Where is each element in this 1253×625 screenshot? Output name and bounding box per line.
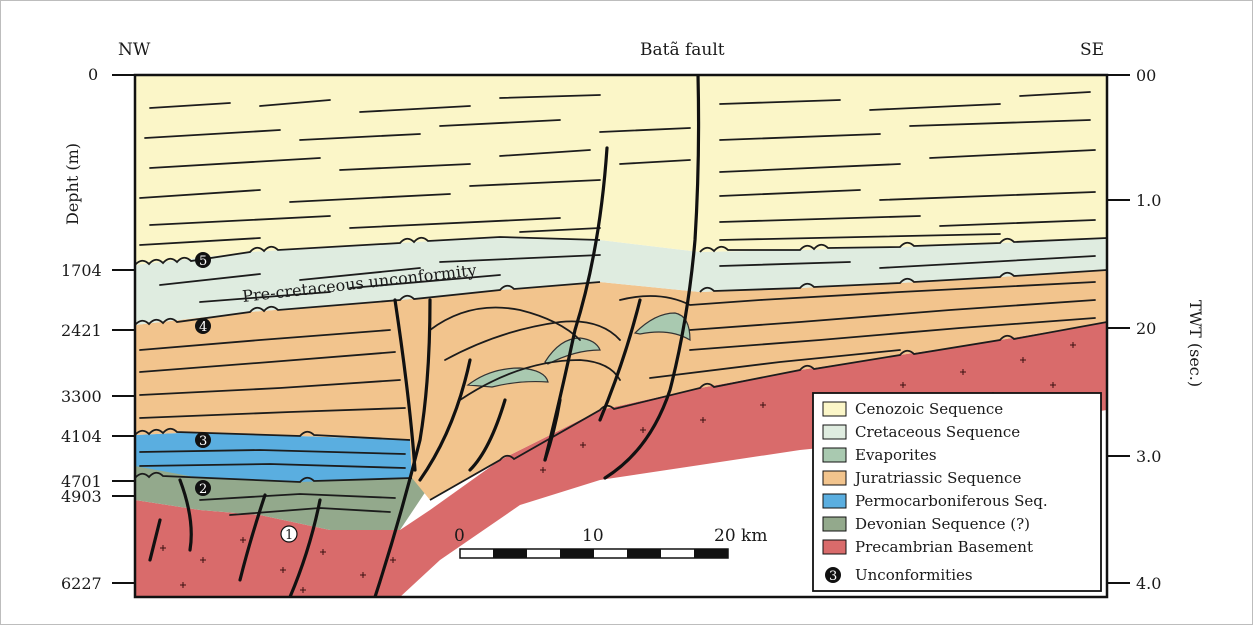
depth-tick-label: 4903 — [61, 487, 102, 506]
svg-text:3: 3 — [829, 569, 837, 584]
depth-tick-label: 0 — [88, 65, 98, 84]
svg-text:5: 5 — [199, 254, 207, 269]
right-axis: 00 1.0 20 3.0 4.0 TWT (sec.) — [1107, 66, 1205, 593]
fault-label: Batã fault — [640, 40, 725, 60]
svg-text:Permocarboniferous Seq.: Permocarboniferous Seq. — [855, 492, 1048, 510]
scale-label-20: 20 km — [714, 526, 767, 546]
svg-text:2: 2 — [199, 482, 207, 497]
twt-tick-label: 4.0 — [1136, 574, 1161, 593]
svg-text:1: 1 — [285, 528, 293, 543]
depth-tick-label: 4104 — [61, 427, 102, 446]
depth-tick-label: 3300 — [61, 387, 102, 406]
svg-text:3: 3 — [199, 434, 207, 449]
left-axis: 0 1704 2421 3300 4104 4701 4903 6227 Dep… — [61, 65, 135, 593]
svg-text:Precambrian Basement: Precambrian Basement — [855, 538, 1033, 556]
twt-tick-label: 00 — [1136, 66, 1156, 85]
depth-tick-label: 2421 — [61, 321, 102, 340]
svg-text:Juratriassic Sequence: Juratriassic Sequence — [853, 469, 1021, 487]
twt-axis-title: TWT (sec.) — [1186, 300, 1205, 387]
svg-text:Evaporites: Evaporites — [855, 446, 937, 464]
se-label: SE — [1080, 40, 1104, 60]
svg-text:Devonian Sequence (?): Devonian Sequence (?) — [855, 515, 1030, 533]
depth-tick-label: 6227 — [61, 574, 102, 593]
legend-item: Precambrian Basement — [823, 538, 1033, 556]
scale-label-10: 10 — [582, 526, 604, 546]
legend-item: Devonian Sequence (?) — [823, 515, 1030, 533]
twt-tick-label: 3.0 — [1136, 447, 1161, 466]
twt-tick-label: 1.0 — [1136, 191, 1161, 210]
scale-label-0: 0 — [454, 526, 465, 546]
depth-tick-label: 1704 — [61, 261, 102, 280]
svg-text:Unconformities: Unconformities — [855, 566, 973, 584]
unconformity-marker-1: 1 — [281, 526, 297, 543]
legend-item: Evaporites — [823, 446, 937, 464]
legend-item: Permocarboniferous Seq. — [823, 492, 1048, 510]
nw-label: NW — [118, 40, 151, 60]
svg-text:Cenozoic Sequence: Cenozoic Sequence — [855, 400, 1003, 418]
svg-text:4: 4 — [199, 320, 207, 335]
twt-tick-label: 20 — [1136, 319, 1156, 338]
legend: Cenozoic Sequence Cretaceous Sequence Ev… — [813, 393, 1101, 591]
depth-axis-title: Depht (m) — [63, 143, 82, 225]
svg-text:Cretaceous Sequence: Cretaceous Sequence — [855, 423, 1020, 441]
